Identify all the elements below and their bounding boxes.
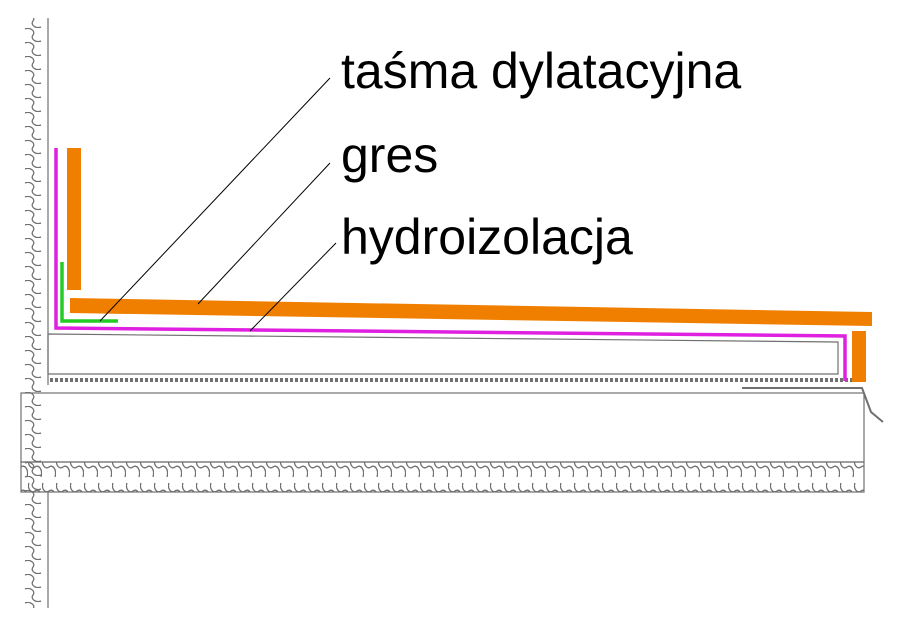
wall-insulation — [21, 18, 49, 608]
waterproofing-membrane — [54, 148, 847, 381]
expansion-tape — [60, 262, 118, 323]
drip-edge-flashing — [742, 387, 884, 423]
label-waterproofing: hydroizolacja — [341, 209, 633, 265]
leader-lines — [99, 77, 337, 332]
concrete-slab — [20, 392, 865, 463]
screed-layer — [47, 333, 839, 375]
label-tape: taśma dylatacyjna — [341, 43, 741, 99]
leader-line-tile — [197, 162, 331, 305]
label-tile: gres — [341, 127, 438, 183]
ceiling-insulation — [20, 461, 865, 493]
tile-layer — [67, 148, 872, 382]
leader-line-tape — [99, 77, 331, 322]
leader-line-waterproofing — [249, 242, 337, 332]
